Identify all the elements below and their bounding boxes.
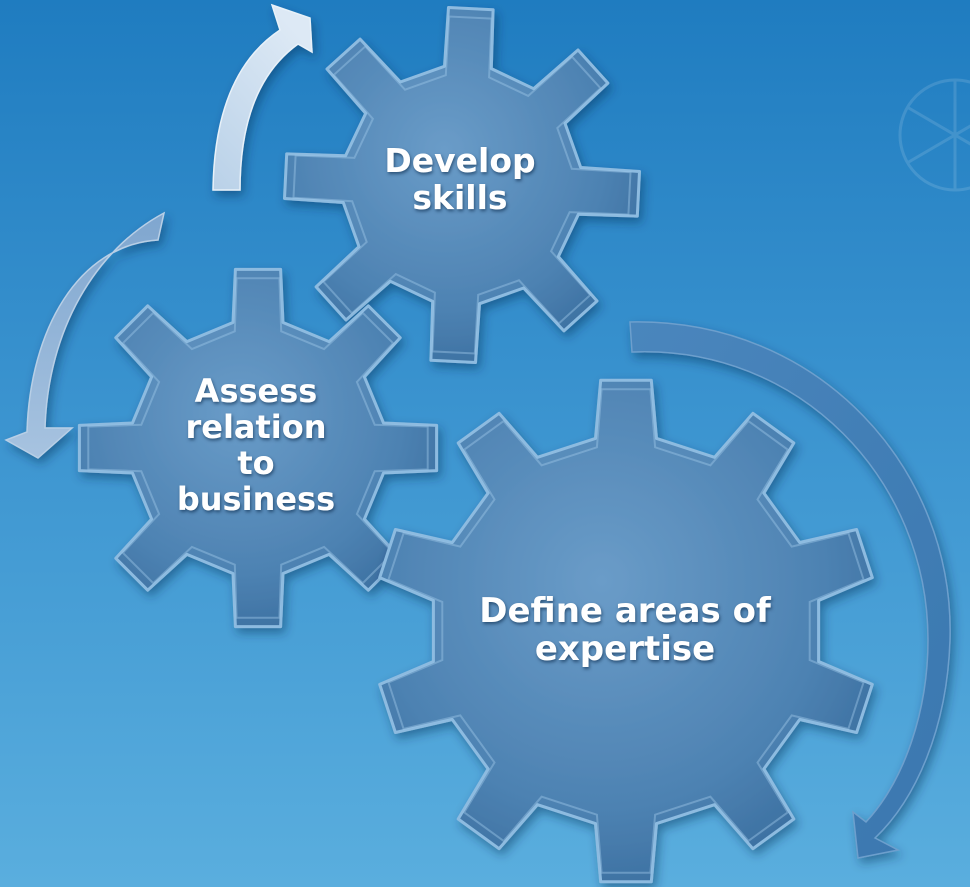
arrow-light-up (212, 3, 313, 191)
arrow-dark-down (629, 321, 951, 859)
gear-develop-bevel (292, 15, 632, 355)
gear-assess (77, 267, 439, 629)
arrow-mid-down (4, 211, 166, 459)
snowflake-decoration (898, 78, 970, 192)
gear-define (378, 378, 874, 884)
gear-define-body (378, 378, 874, 884)
gear-develop-body (283, 6, 641, 364)
gear-assess-bevel (87, 277, 429, 619)
gear-develop (283, 6, 641, 364)
gear-define-bevel (387, 388, 865, 874)
gear-assess-body (77, 267, 439, 629)
